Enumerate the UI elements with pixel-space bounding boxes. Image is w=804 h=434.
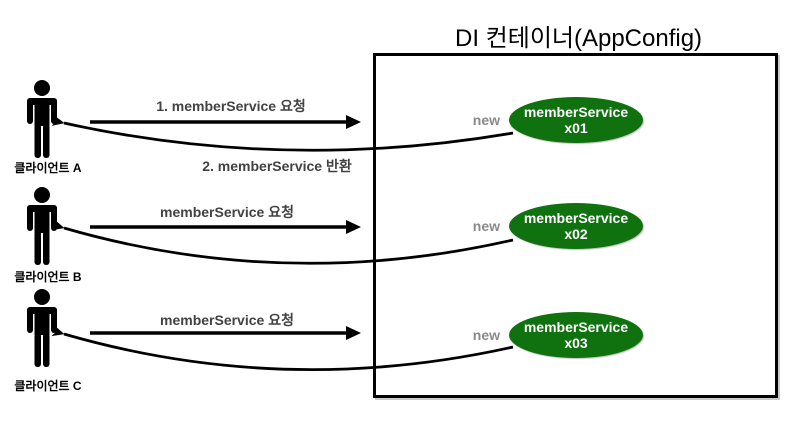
di-container-box — [373, 53, 778, 398]
return-arrow-a — [51, 115, 514, 152]
client-c-icon — [27, 289, 57, 367]
client-label-b: 클라이언트 B — [14, 270, 82, 284]
client-b-icon — [27, 187, 57, 265]
instance-oval-x02: memberService x02 — [509, 203, 643, 249]
return-label-a: 2. memberService 반환 — [202, 158, 352, 174]
client-a-icon — [27, 80, 57, 158]
instance-id: x03 — [564, 335, 588, 351]
instance-id: x02 — [564, 226, 588, 242]
new-label-x02: new — [472, 218, 500, 234]
instance-name: memberService — [523, 319, 629, 335]
request-arrow-a — [90, 115, 361, 129]
return-arrow-b — [51, 219, 514, 265]
request-label-a: 1. memberService 요청 — [156, 98, 306, 114]
instance-oval-x01: memberService x01 — [509, 97, 643, 143]
instance-name: memberService — [523, 104, 629, 120]
instance-id: x01 — [564, 120, 588, 136]
request-label-b: memberService 요청 — [160, 204, 294, 220]
container-title: DI 컨테이너(AppConfig) — [455, 25, 703, 52]
client-label-a: 클라이언트 A — [14, 161, 82, 175]
client-label-c: 클라이언트 C — [14, 379, 82, 393]
request-label-c: memberService 요청 — [160, 312, 294, 328]
request-arrow-b — [90, 220, 361, 234]
new-label-x03: new — [472, 327, 500, 343]
return-arrow-c — [51, 325, 514, 371]
instance-oval-x03: memberService x03 — [509, 312, 643, 358]
instance-name: memberService — [523, 210, 629, 226]
request-arrow-c — [90, 326, 361, 340]
new-label-x01: new — [472, 112, 500, 128]
